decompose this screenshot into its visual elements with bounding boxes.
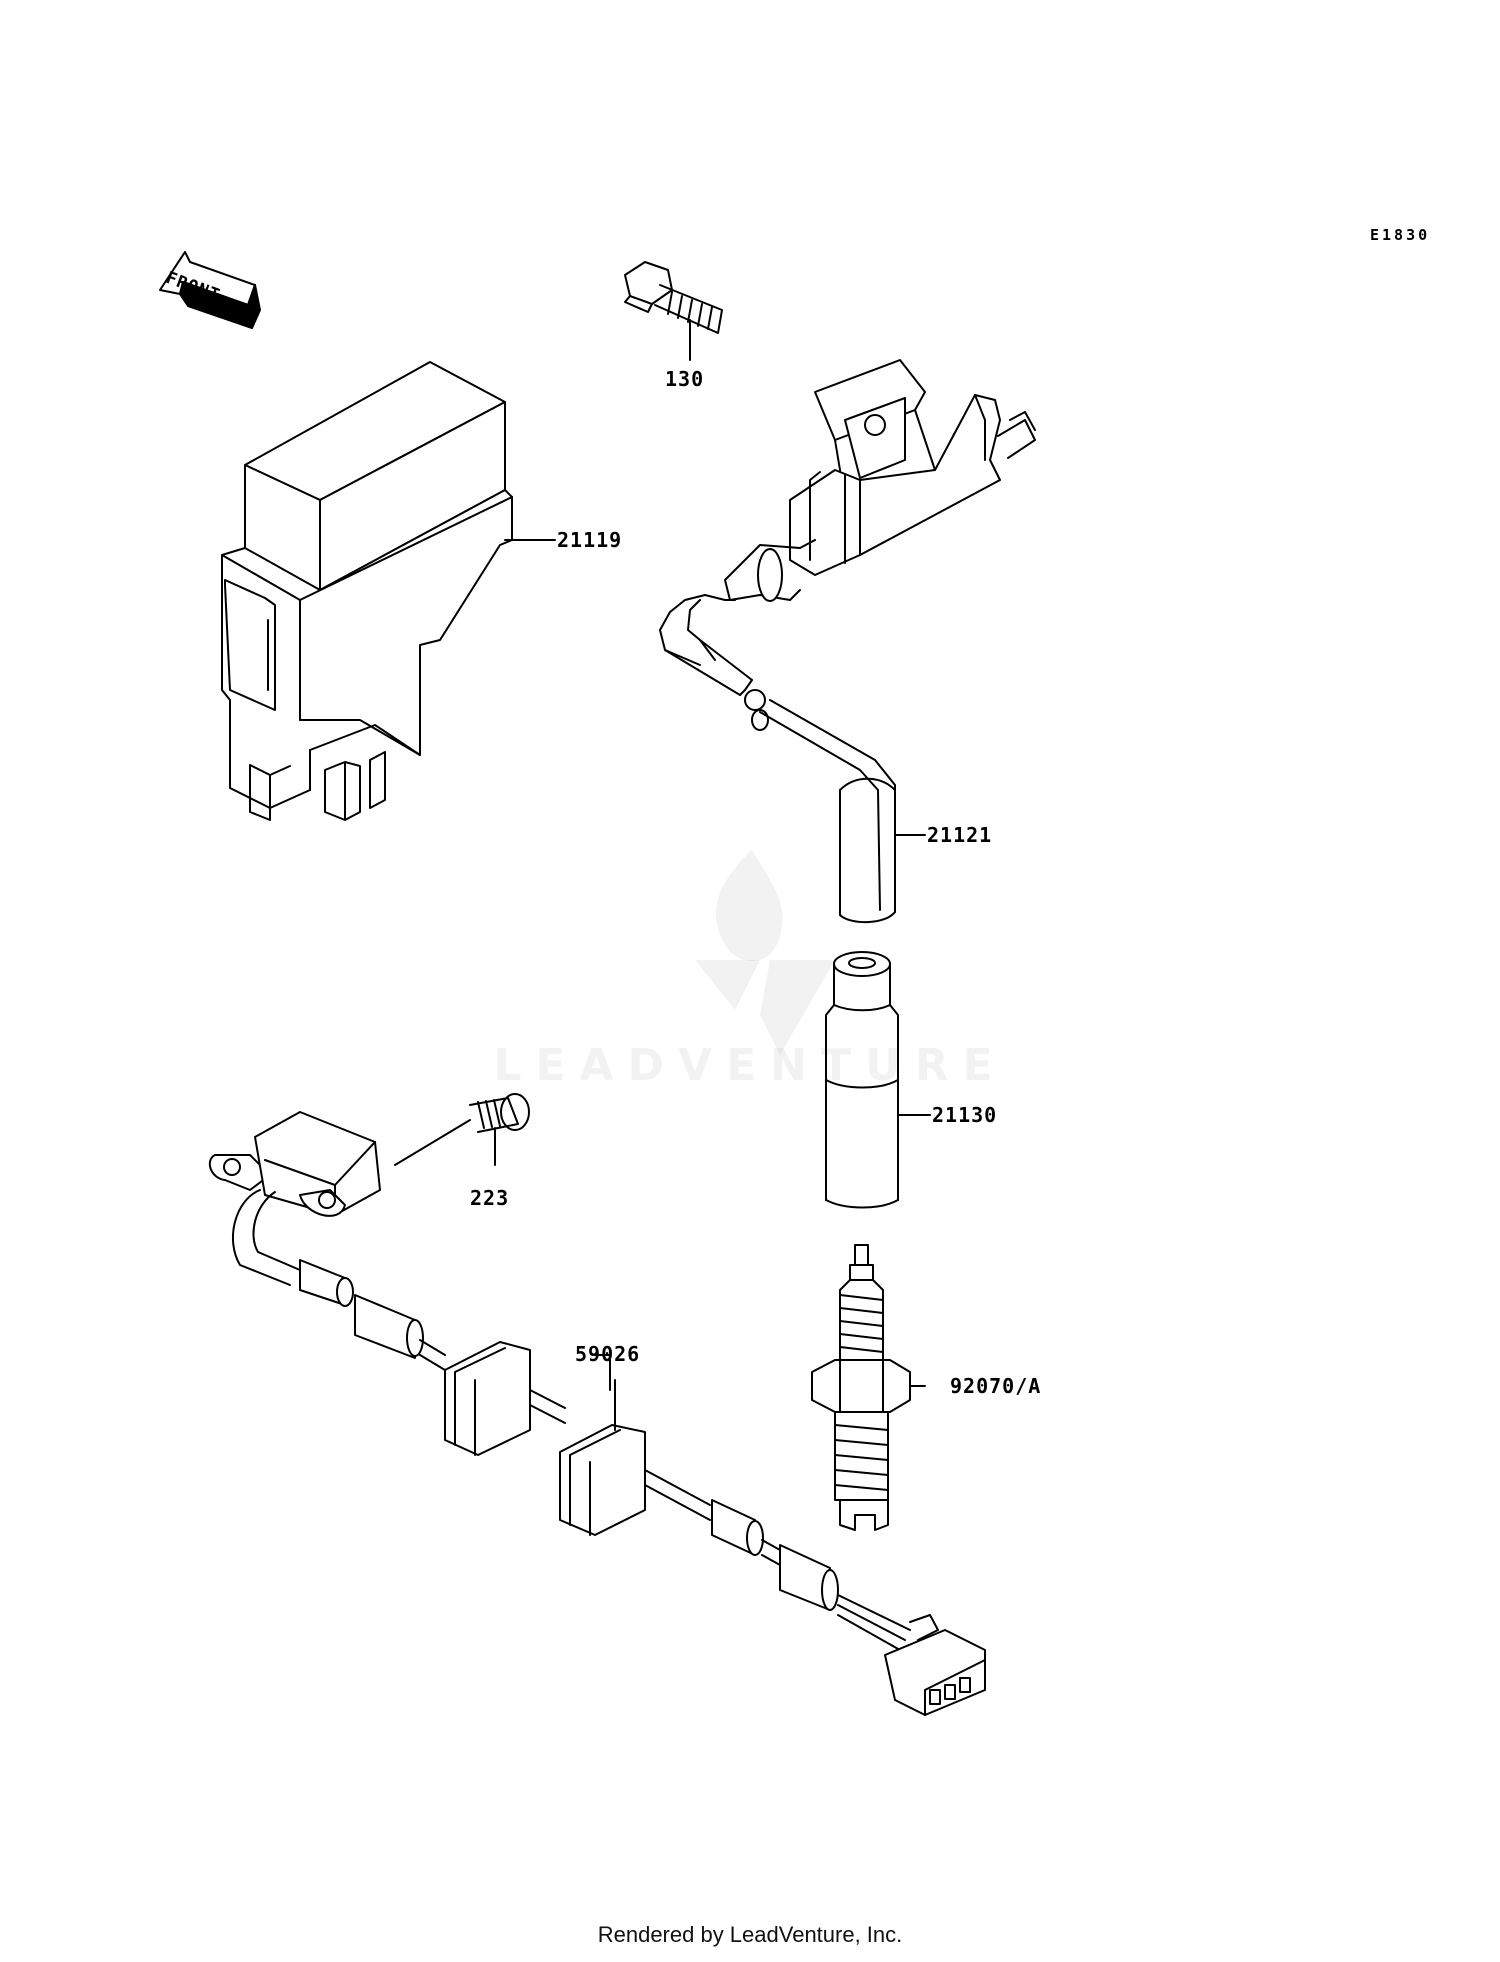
watermark-text: LEADVENTURE [493,1040,1007,1091]
spark-plug-cap-21130-icon [826,952,930,1208]
part-label-21121: 21121 [927,823,993,847]
spark-plug-92070a-icon [812,1245,925,1530]
part-label-21119: 21119 [557,528,623,552]
bolt-130-icon [625,262,722,360]
cdi-unit-21119-icon [222,362,555,820]
leader-lines [595,1355,610,1390]
part-label-92070a: 92070/A [950,1374,1042,1398]
ignition-coil-21121-icon [660,360,1035,922]
watermark-logo-icon [695,850,835,1055]
screw-223-icon [395,1094,529,1165]
diagram-code: E1830 [1370,226,1431,244]
part-label-59026: 59026 [575,1342,641,1366]
pickup-coil-59026-icon [210,1112,985,1715]
footer-credit: Rendered by LeadVenture, Inc. [597,1922,903,1947]
part-label-223: 223 [470,1186,510,1210]
part-label-21130: 21130 [932,1103,998,1127]
part-label-130: 130 [665,367,705,391]
front-arrow-icon [160,252,260,328]
